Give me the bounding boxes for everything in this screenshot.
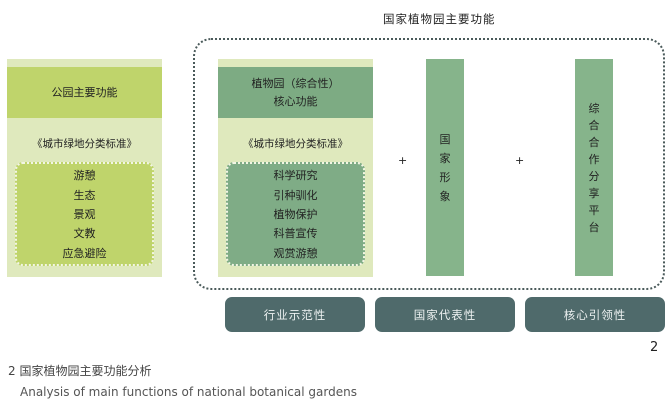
list-item: 科学研究 — [273, 169, 318, 183]
garden-header-line1: 植物园（综合性） — [251, 76, 340, 90]
column-char: 作 — [588, 152, 600, 166]
column-char: 综 — [588, 101, 600, 115]
column-char: 享 — [588, 186, 600, 200]
national-image-column: 国 家 形 象 — [426, 59, 464, 276]
column-char: 合 — [588, 135, 600, 149]
list-item: 生态 — [73, 188, 96, 202]
national-garden-dashed-border — [193, 38, 665, 290]
garden-function-list: 科学研究 引种驯化 植物保护 科普宣传 观赏游憩 — [226, 162, 365, 266]
list-item: 观赏游憩 — [273, 246, 318, 260]
cooperation-platform-column: 综 合 合 作 分 享 平 台 — [575, 59, 613, 276]
list-item: 科普宣传 — [273, 227, 318, 241]
industry-demonstration-box: 行业示范性 — [225, 297, 365, 332]
park-panel: 公园主要功能 《城市绿地分类标准》 游憩 生态 景观 文教 应急避险 — [7, 59, 162, 277]
list-item: 景观 — [73, 207, 96, 221]
list-item: 游憩 — [73, 169, 96, 183]
plus-sign: + — [398, 154, 408, 167]
column-char: 国 — [439, 132, 451, 146]
figure-number: 2 — [650, 340, 659, 355]
national-representation-box: 国家代表性 — [375, 297, 515, 332]
core-leadership-box: 核心引领性 — [525, 297, 665, 332]
garden-standard: 《城市绿地分类标准》 — [243, 138, 348, 150]
park-function-list: 游憩 生态 景观 文教 应急避险 — [15, 162, 154, 266]
park-header: 公园主要功能 — [7, 67, 162, 118]
caption-chinese: 2 国家植物园主要功能分析 — [8, 364, 152, 378]
column-char: 象 — [439, 189, 451, 203]
column-char: 合 — [588, 118, 600, 132]
caption-english: Analysis of main functions of national b… — [20, 385, 357, 399]
plus-sign: + — [515, 154, 525, 167]
column-char: 台 — [588, 220, 600, 234]
garden-panel: 植物园（综合性） 核心功能 《城市绿地分类标准》 科学研究 引种驯化 植物保护 … — [218, 59, 373, 277]
column-char: 平 — [588, 203, 600, 217]
column-char: 家 — [439, 151, 451, 165]
list-item: 应急避险 — [62, 246, 107, 260]
list-item: 植物保护 — [273, 207, 318, 221]
diagram-title: 国家植物园主要功能 — [383, 12, 496, 26]
park-standard: 《城市绿地分类标准》 — [32, 138, 137, 150]
list-item: 文教 — [73, 227, 96, 241]
garden-header: 植物园（综合性） 核心功能 — [218, 67, 373, 118]
column-char: 形 — [439, 170, 451, 184]
list-item: 引种驯化 — [273, 188, 318, 202]
garden-header-line2: 核心功能 — [273, 94, 318, 108]
column-char: 分 — [588, 169, 600, 183]
